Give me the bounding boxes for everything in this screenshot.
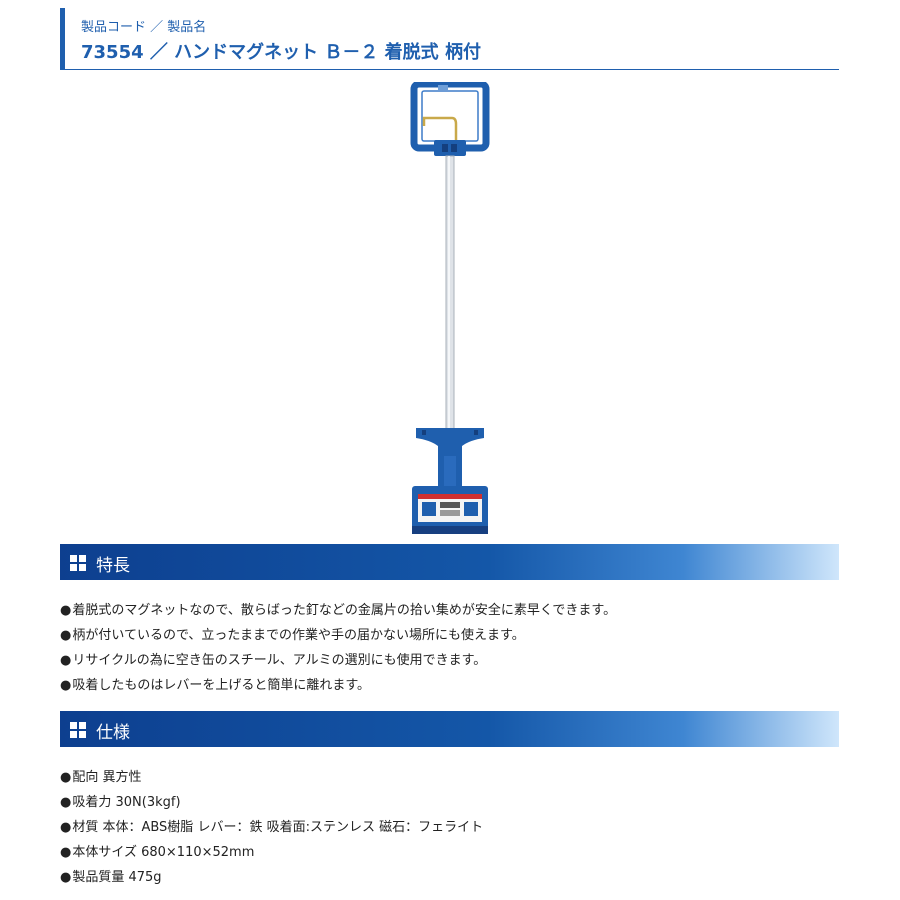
product-title: 73554 ／ ハンドマグネット Ｂ－２ 着脱式 柄付 bbox=[81, 42, 481, 63]
list-item: ●材質 本体：ABS樹脂 レバー：鉄 吸着面:ステンレス 磁石：フェライト bbox=[60, 820, 484, 835]
specs-section-header: 仕様 bbox=[60, 711, 839, 747]
grid-icon bbox=[70, 722, 86, 738]
features-section-header: 特長 bbox=[60, 544, 839, 580]
grid-icon bbox=[70, 555, 86, 571]
product-code-label: 製品コード ／ 製品名 bbox=[81, 20, 207, 35]
specs-heading: 仕様 bbox=[96, 723, 130, 743]
list-item: ●製品質量 475g bbox=[60, 870, 162, 885]
features-heading: 特長 bbox=[96, 556, 130, 576]
list-item: ●吸着したものはレバーを上げると簡単に離れます。 bbox=[60, 678, 371, 693]
product-image bbox=[408, 80, 498, 537]
list-item: ●着脱式のマグネットなので、散らばった釘などの金属片の拾い集めが安全に素早くでき… bbox=[60, 603, 617, 618]
specs-list: ●配向 異方性 ●吸着力 30N(3kgf) ●材質 本体：ABS樹脂 レバー：… bbox=[60, 765, 483, 890]
list-item: ●リサイクルの為に空き缶のスチール、アルミの選別にも使用できます。 bbox=[60, 653, 487, 668]
features-list: ●着脱式のマグネットなので、散らばった釘などの金属片の拾い集めが安全に素早くでき… bbox=[60, 598, 616, 698]
list-item: ●本体サイズ 680×110×52mm bbox=[60, 845, 255, 860]
hand-magnet-icon bbox=[410, 80, 490, 534]
list-item: ●柄が付いているので、立ったままでの作業や手の届かない場所にも使えます。 bbox=[60, 628, 525, 643]
list-item: ●配向 異方性 bbox=[60, 770, 142, 785]
list-item: ●吸着力 30N(3kgf) bbox=[60, 795, 181, 810]
product-header: 製品コード ／ 製品名 73554 ／ ハンドマグネット Ｂ－２ 着脱式 柄付 bbox=[60, 8, 839, 70]
